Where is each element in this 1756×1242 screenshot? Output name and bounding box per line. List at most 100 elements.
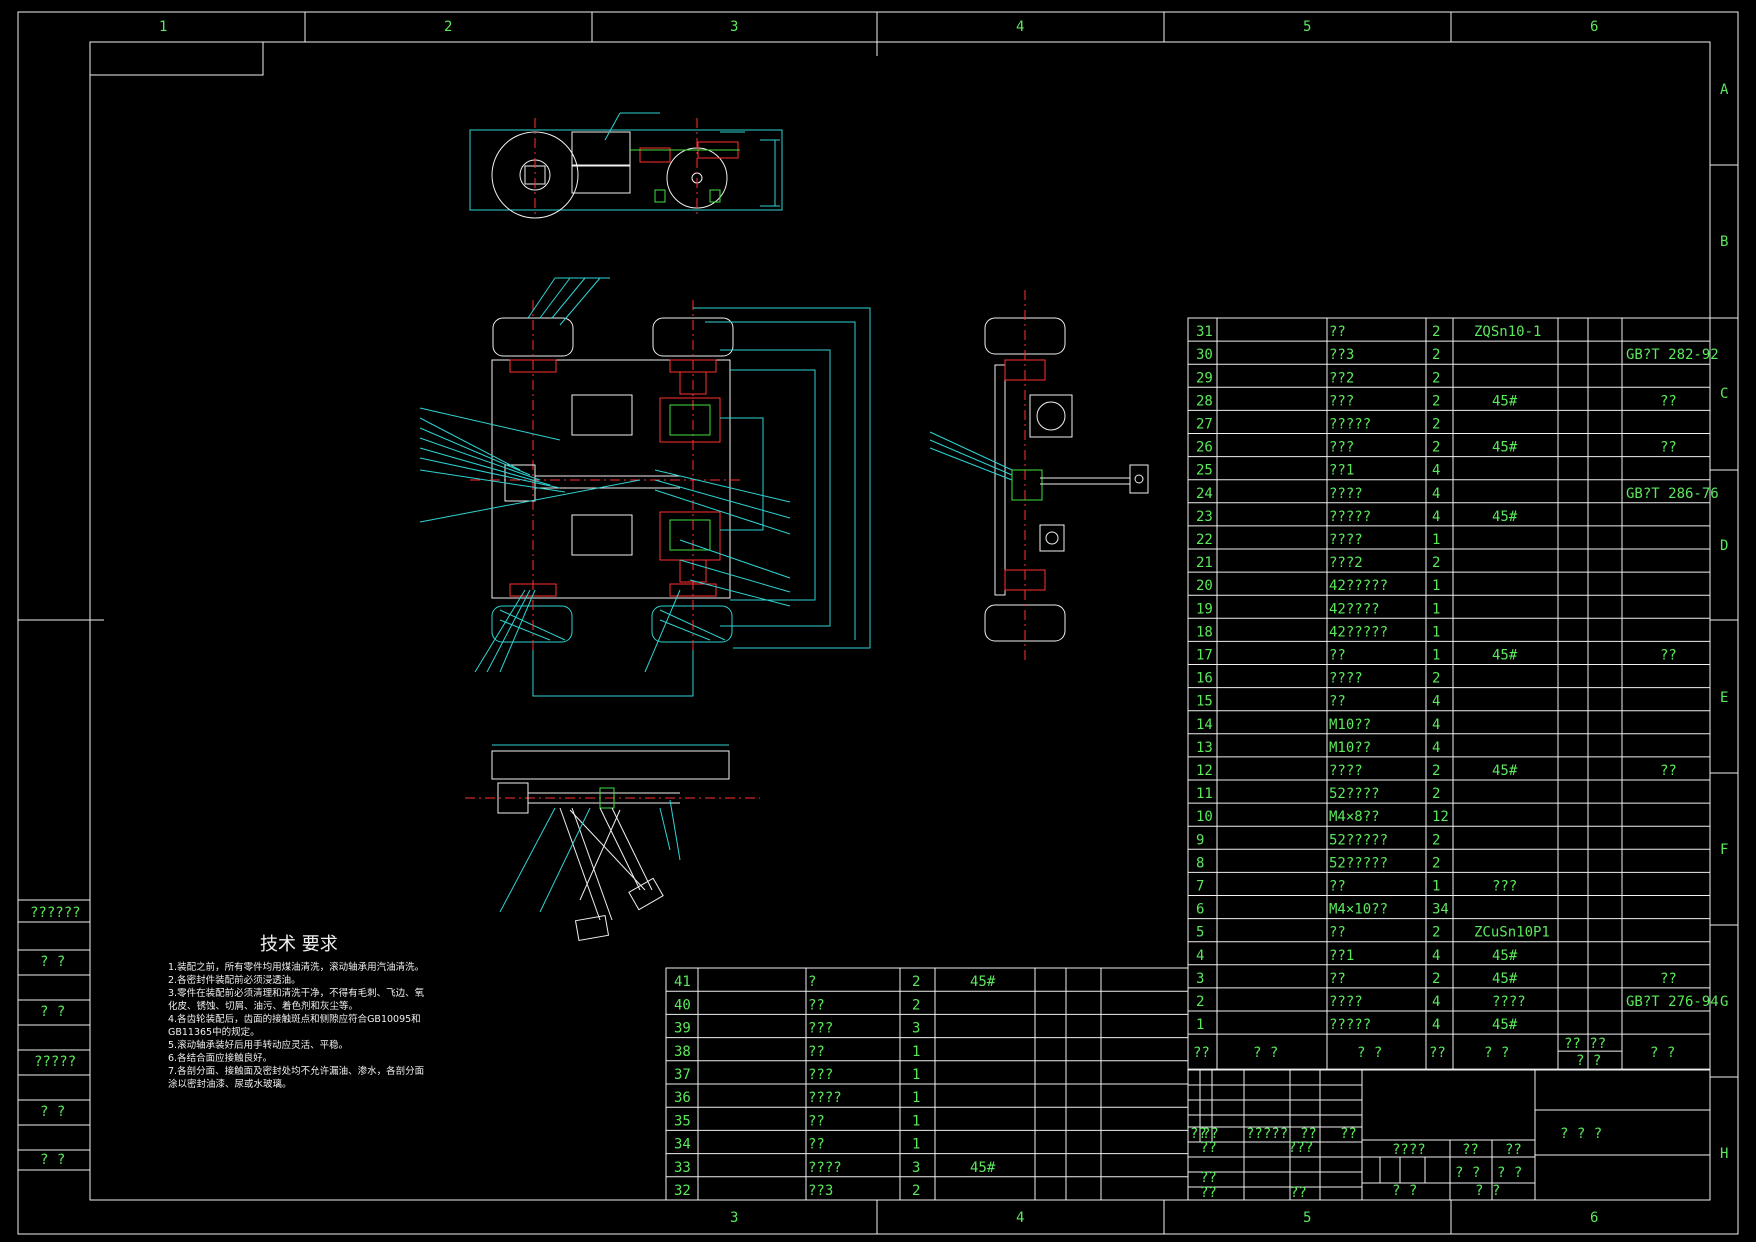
- bom-item-name: ??2: [1329, 370, 1354, 386]
- zone-label: 5: [1303, 1210, 1311, 1226]
- zone-label: H: [1720, 1146, 1728, 1162]
- main-plan-view: [419, 277, 871, 697]
- bom-item-number: 7: [1196, 879, 1204, 895]
- bom-item-name: ????: [808, 1160, 842, 1176]
- zone-label: B: [1720, 234, 1728, 250]
- bom-item-material: ZQSn10-1: [1474, 324, 1541, 340]
- bom-item-name: ???2: [1329, 555, 1363, 571]
- title-block-label: ???: [1288, 1140, 1313, 1156]
- bom-item-name: 52????: [1329, 786, 1380, 802]
- bom-item-quantity: 4: [1432, 694, 1440, 710]
- bom-item-name: M10??: [1329, 717, 1371, 733]
- bom-item-quantity: 2: [1432, 555, 1440, 571]
- bom-header-code: ? ?: [1253, 1045, 1278, 1061]
- bom-item-quantity: 1: [912, 1137, 920, 1153]
- bom-item-quantity: 1: [1432, 624, 1440, 640]
- bom-item-number: 6: [1196, 902, 1204, 918]
- bom-item-name: ??1: [1329, 463, 1354, 479]
- title-block-label: ??: [1200, 1185, 1217, 1201]
- bom-row: 37???1: [666, 1060, 1188, 1083]
- bom-item-number: 15: [1196, 694, 1213, 710]
- bom-item-name: ??: [808, 1044, 825, 1060]
- bom-item-number: 36: [674, 1090, 691, 1106]
- bom-item-quantity: 4: [1432, 1017, 1440, 1033]
- bom-item-quantity: 4: [1432, 486, 1440, 502]
- bom-item-name: ?????: [1329, 417, 1371, 433]
- bom-item-number: 1: [1196, 1017, 1204, 1033]
- zone-label: 4: [1016, 1210, 1024, 1226]
- bom-item-quantity: 1: [1432, 578, 1440, 594]
- sheet-label: ? ?: [1392, 1183, 1417, 1199]
- scale-label: ????: [1392, 1142, 1426, 1158]
- bom-item-number: 5: [1196, 925, 1204, 941]
- bom-item-material: 45#: [1492, 509, 1518, 525]
- bom-item-name: 52?????: [1329, 832, 1388, 848]
- bom-item-quantity: 4: [1432, 463, 1440, 479]
- bom-item-material: 45#: [1492, 393, 1518, 409]
- bom-item-number: 12: [1196, 763, 1213, 779]
- bom-item-name: ??: [808, 997, 825, 1013]
- bom-item-material: ???: [1492, 879, 1517, 895]
- bom-header-weight: ? ?: [1576, 1053, 1601, 1069]
- bom-item-name: ????: [1329, 486, 1363, 502]
- left-strip-label: ??????: [30, 905, 81, 921]
- bom-item-number: 3: [1196, 971, 1204, 987]
- bom-item-quantity: 2: [1432, 370, 1440, 386]
- bom-header-name: ? ?: [1357, 1045, 1382, 1061]
- bom-header-quantity: ??: [1429, 1045, 1446, 1061]
- bom-item-number: 19: [1196, 601, 1213, 617]
- bom-item-name: ??1: [1329, 948, 1354, 964]
- bom-item-number: 23: [1196, 509, 1213, 525]
- top-zone-labels: 1 2 3 4 5 6: [159, 19, 1598, 35]
- bom-row: 15?? 4: [1188, 694, 1710, 712]
- bom-item-name: ????: [808, 1090, 842, 1106]
- bom-item-number: 22: [1196, 532, 1213, 548]
- bom-item-material: 45#: [1492, 971, 1518, 987]
- bom-item-material: 45#: [1492, 1017, 1518, 1033]
- bom-row: 38??1: [666, 1037, 1188, 1060]
- bom-item-number: 29: [1196, 370, 1213, 386]
- bom-item-name: ??: [808, 1137, 825, 1153]
- title-block: ?? ?? ????? ?? ?? ?? ??? ?? ?? ?? ???? ?…: [1187, 1069, 1711, 1201]
- bom-item-quantity: 3: [912, 1021, 920, 1037]
- bom-item-name: ??: [1329, 879, 1346, 895]
- bom-item-number: 20: [1196, 578, 1213, 594]
- bom-item-name: ????: [1329, 763, 1363, 779]
- bom-item-name: ???: [1329, 440, 1354, 456]
- bom-item-quantity: 2: [1432, 832, 1440, 848]
- tech-requirement-line: 5.滚动轴承装好后用手转动应灵活、平稳。: [168, 1039, 348, 1051]
- bom-item-name: ???: [808, 1021, 833, 1037]
- bom-item-name: ??: [1329, 694, 1346, 710]
- title-block-label: ??: [1300, 1126, 1317, 1142]
- scale-label: ??: [1462, 1142, 1479, 1158]
- zone-label: 4: [1016, 19, 1024, 35]
- bom-item-material: ????: [1492, 994, 1526, 1010]
- bom-item-number: 21: [1196, 555, 1213, 571]
- bom-item-quantity: 2: [1432, 393, 1440, 409]
- bom-item-quantity: 2: [1432, 971, 1440, 987]
- bom-header-weight: ?? ??: [1564, 1036, 1606, 1052]
- bom-item-number: 40: [674, 997, 691, 1013]
- bom-item-material: 45#: [1492, 440, 1518, 456]
- bom-item-quantity: 2: [1432, 347, 1440, 363]
- bom-item-quantity: 12: [1432, 809, 1449, 825]
- left-strip-label: ?????: [34, 1054, 76, 1070]
- left-strip-label: ? ?: [40, 1004, 65, 1020]
- drawing-title: ? ? ?: [1560, 1126, 1602, 1142]
- bom-item-number: 31: [1196, 324, 1213, 340]
- left-strip-labels: ?????? ? ? ? ? ????? ? ? ? ?: [30, 905, 81, 1168]
- bom-item-quantity: 4: [1432, 994, 1440, 1010]
- bom-item-quantity: 1: [1432, 532, 1440, 548]
